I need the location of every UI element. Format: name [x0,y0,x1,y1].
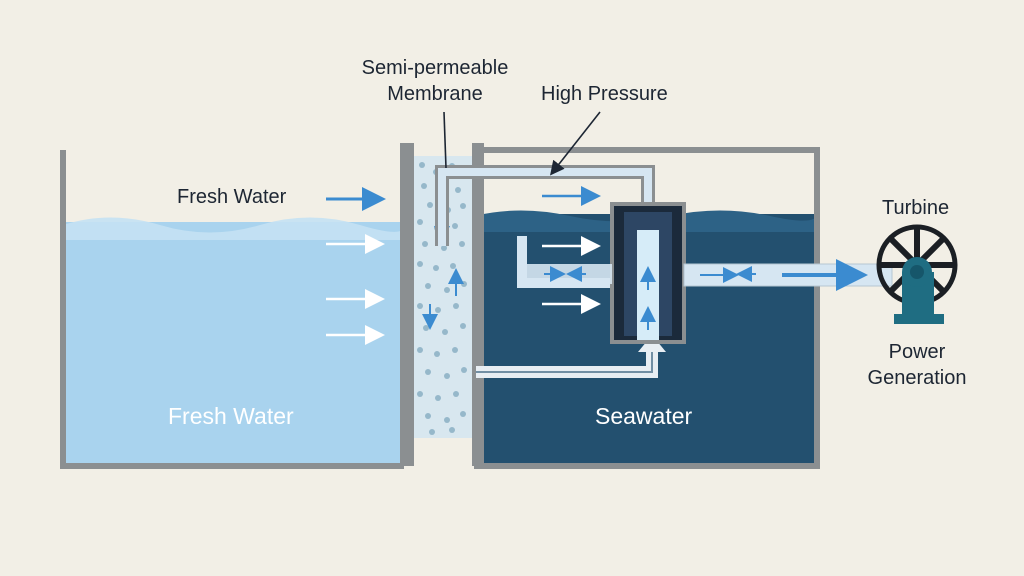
turbine-icon [876,224,958,324]
high-pressure-leader-line [550,111,601,176]
fresh-water-tank [60,150,405,469]
seawater-tank-label: Seawater [595,403,693,429]
fresh-water-flow-label: Fresh Water [177,186,287,208]
outlet-pipe [526,259,893,291]
fresh-water-tank-label: Fresh Water [168,403,294,429]
high-pressure-label: High Pressure [541,83,668,105]
pressure-exchanger [610,202,686,344]
pressure-pipe [435,165,666,378]
membrane-label-line2: Membrane [387,83,483,105]
flow-arrow-icon [326,187,386,345]
power-generation-line2: Generation [867,367,967,389]
power-generation-line1: Power [888,341,946,363]
membrane-leader-line [443,111,447,169]
turbine-label: Turbine [882,197,950,219]
power-generation-label: Power Generation [855,341,979,390]
seawater-flow-arrows [542,186,601,314]
membrane-label: Semi-permeable Membrane [350,57,520,106]
membrane-label-line1: Semi-permeable [361,57,509,79]
